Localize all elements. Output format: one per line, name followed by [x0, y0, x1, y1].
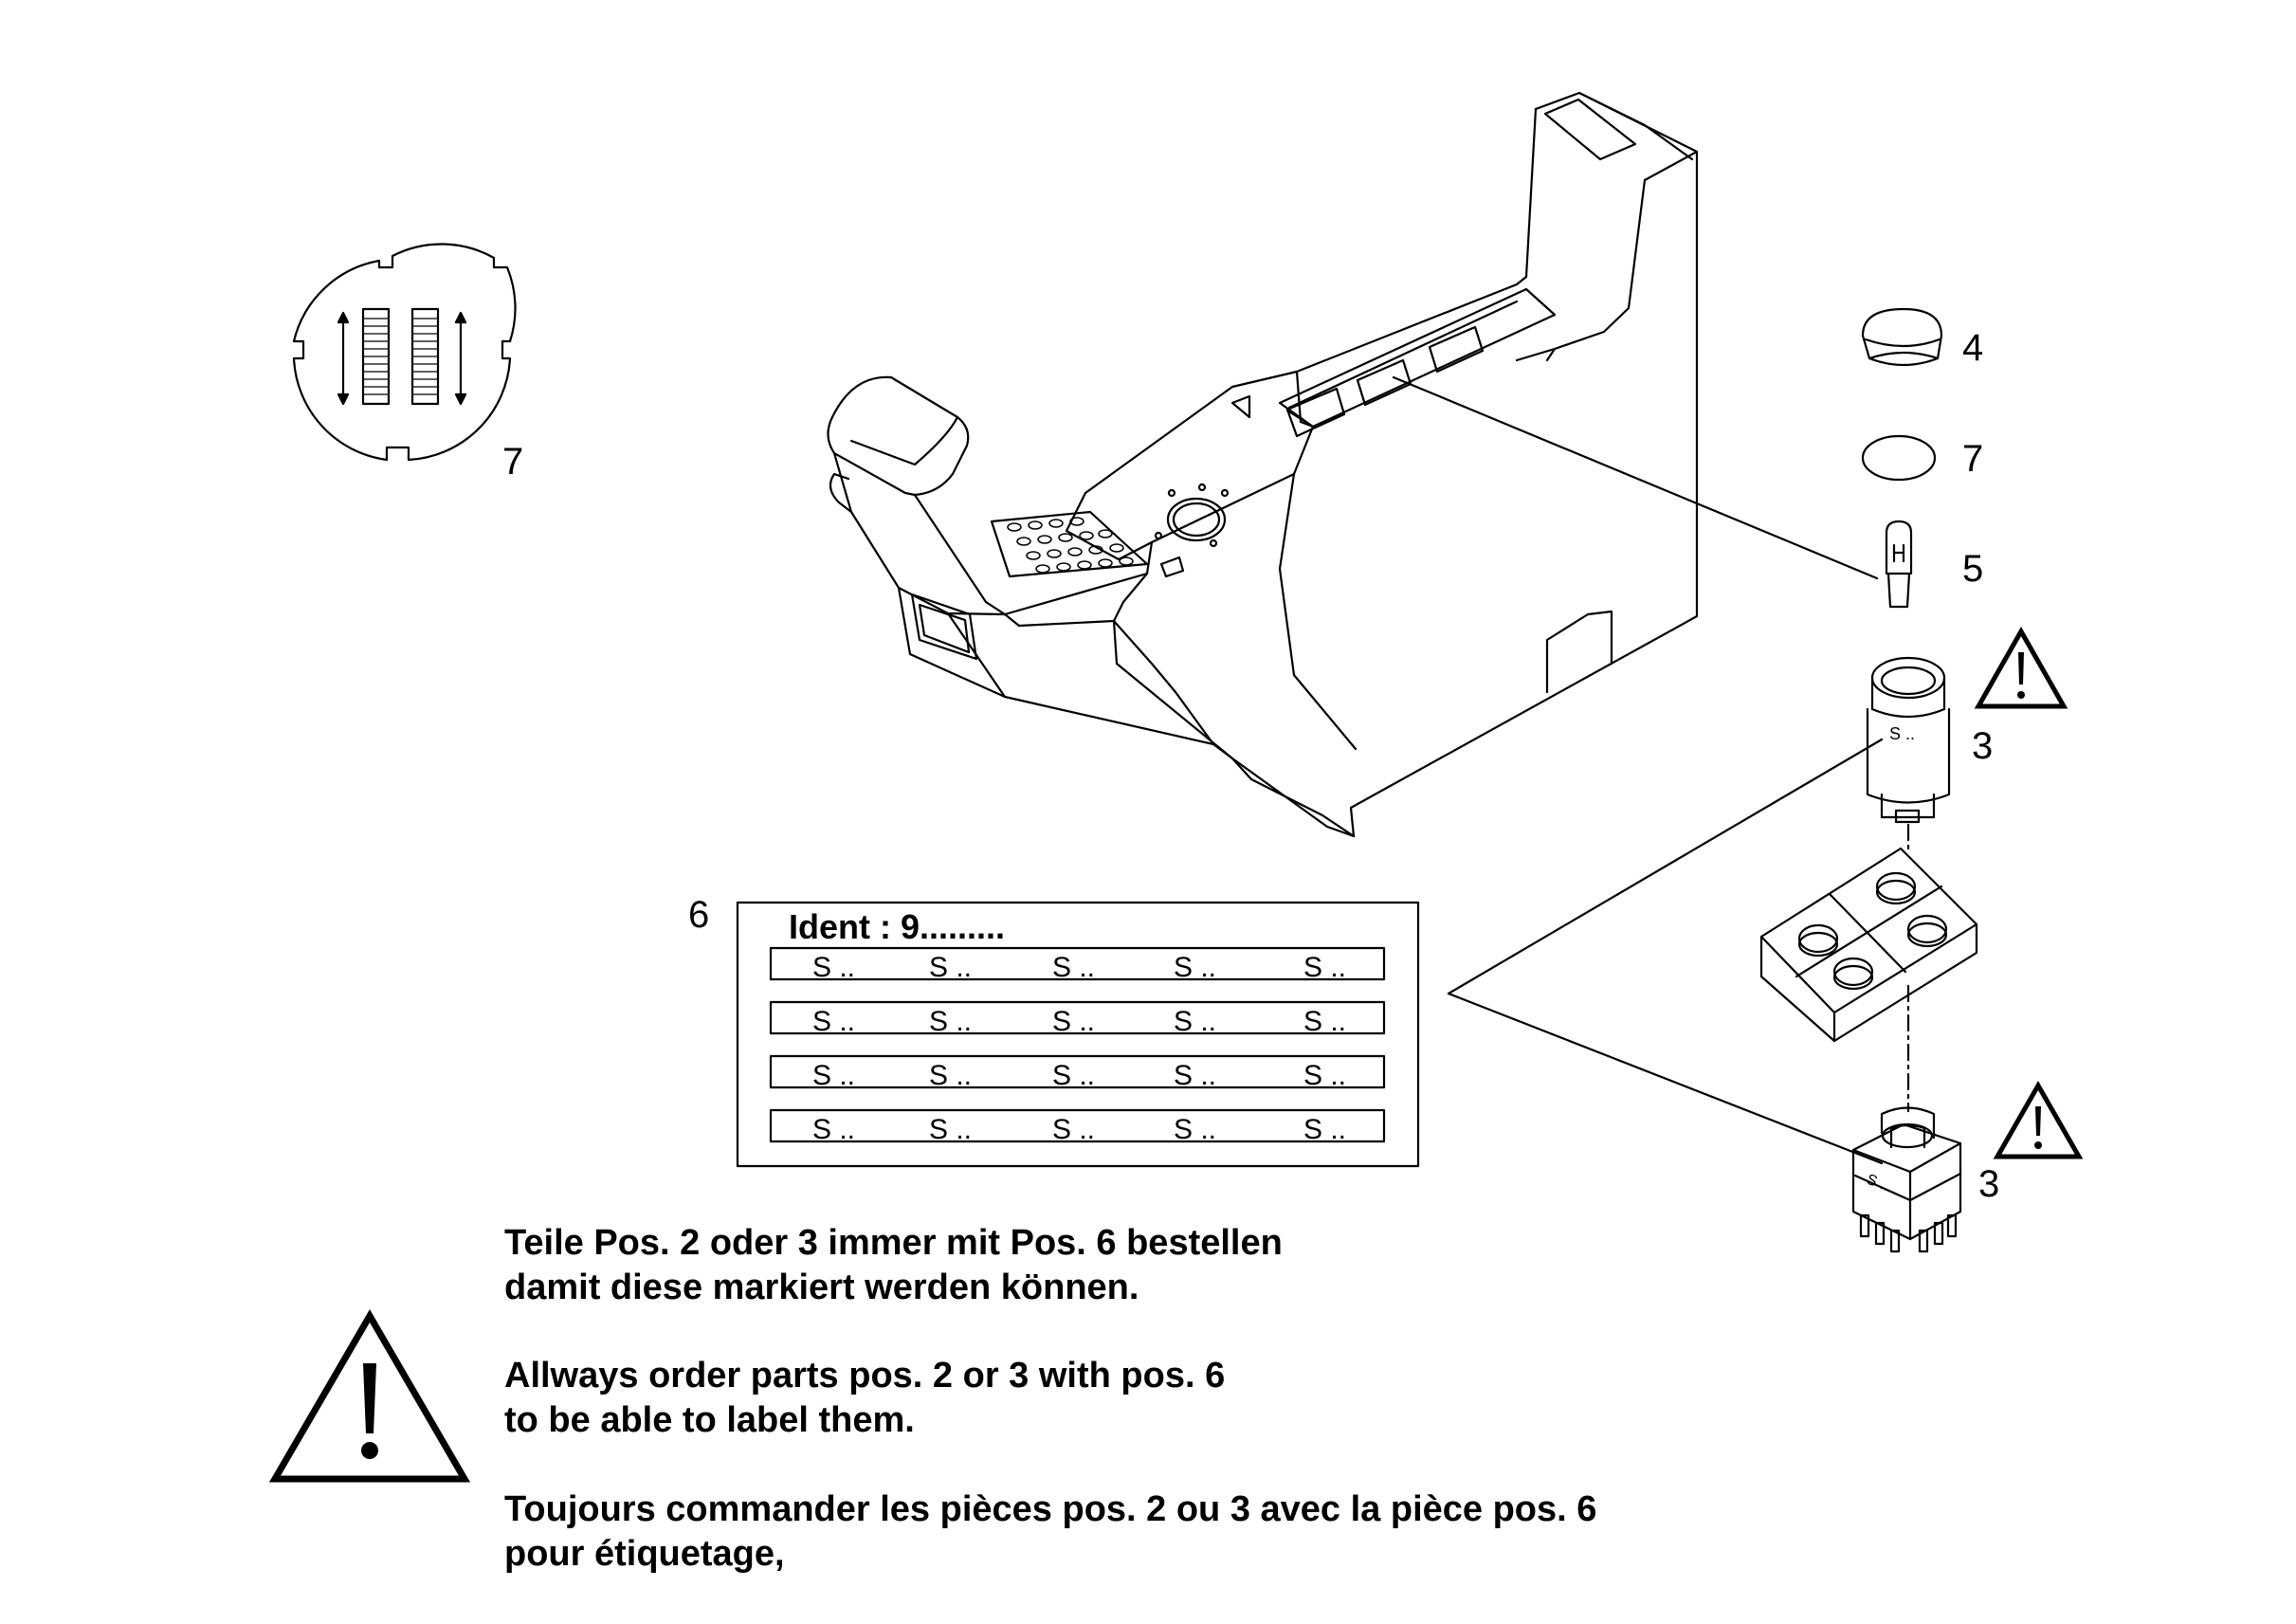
note-line: Toujours commander les pièces pos. 2 ou …	[504, 1489, 1597, 1529]
label-cell: S ..	[1052, 952, 1095, 983]
label-cell: S ..	[929, 1060, 972, 1091]
switch-label-upper: S ..	[1889, 724, 1915, 743]
warning-triangle-icon	[1993, 1080, 2084, 1159]
label-cell: S ..	[812, 952, 855, 983]
round-push-switch-part	[1866, 656, 1951, 824]
label-cell: S ..	[929, 1006, 972, 1037]
label-cell: S ..	[1174, 1114, 1216, 1145]
leader-lines	[1392, 375, 1910, 1165]
label-cell: S ..	[1303, 1006, 1346, 1037]
label-cell: S ..	[1052, 1114, 1095, 1145]
callout-3-lower: 3	[1978, 1163, 1999, 1205]
note-line: damit diese markiert werden können.	[504, 1268, 1139, 1307]
label-cell: S ..	[1174, 1006, 1216, 1037]
callout-7-right: 7	[1962, 438, 1983, 480]
callout-5: 5	[1962, 548, 1983, 590]
cap-part	[1861, 307, 1943, 367]
mounting-plate-part	[1759, 847, 1978, 1043]
label-cell: S ..	[812, 1114, 855, 1145]
label-cell: S ..	[1052, 1060, 1095, 1091]
square-switch-part	[1851, 1106, 1962, 1253]
seal-ring-part	[1861, 434, 1937, 482]
note-line: to be able to label them.	[504, 1400, 915, 1440]
note-french: Toujours commander les pièces pos. 2 ou …	[504, 1487, 1596, 1577]
label-cell: S ..	[1303, 1060, 1346, 1091]
warning-triangle-icon	[268, 1309, 471, 1483]
label-cell: S ..	[812, 1006, 855, 1037]
label-cell: S ..	[929, 1114, 972, 1145]
note-german: Teile Pos. 2 oder 3 immer mit Pos. 6 bes…	[504, 1221, 1283, 1310]
label-cell: S ..	[1303, 1114, 1346, 1145]
label-cell: S ..	[1174, 1060, 1216, 1091]
label-sheet-ident: Ident : 9.........	[789, 907, 1005, 946]
note-line: Teile Pos. 2 oder 3 immer mit Pos. 6 bes…	[504, 1223, 1283, 1263]
warning-triangle-icon	[1974, 626, 2068, 709]
note-english: Allways order parts pos. 2 or 3 with pos…	[504, 1354, 1225, 1443]
label-cell: S ..	[1052, 1006, 1095, 1037]
label-cell: S ..	[812, 1060, 855, 1091]
note-line: Allways order parts pos. 2 or 3 with pos…	[504, 1356, 1226, 1396]
bulb-part	[1885, 520, 1913, 609]
center-console-drawing	[827, 91, 1699, 838]
callout-7-top: 7	[502, 441, 523, 483]
label-cell: S ..	[929, 952, 972, 983]
label-cell: S ..	[1303, 952, 1346, 983]
callout-4: 4	[1962, 327, 1983, 369]
note-line: pour étiquetage,	[504, 1534, 785, 1574]
label-sheet	[736, 901, 1420, 1168]
callout-6: 6	[688, 894, 709, 936]
switch-label-lower: S ....	[1865, 1172, 1900, 1197]
label-cell: S ..	[1174, 952, 1216, 983]
rocker-switch-face-drawing	[292, 243, 517, 462]
callout-3-upper: 3	[1972, 725, 1993, 767]
